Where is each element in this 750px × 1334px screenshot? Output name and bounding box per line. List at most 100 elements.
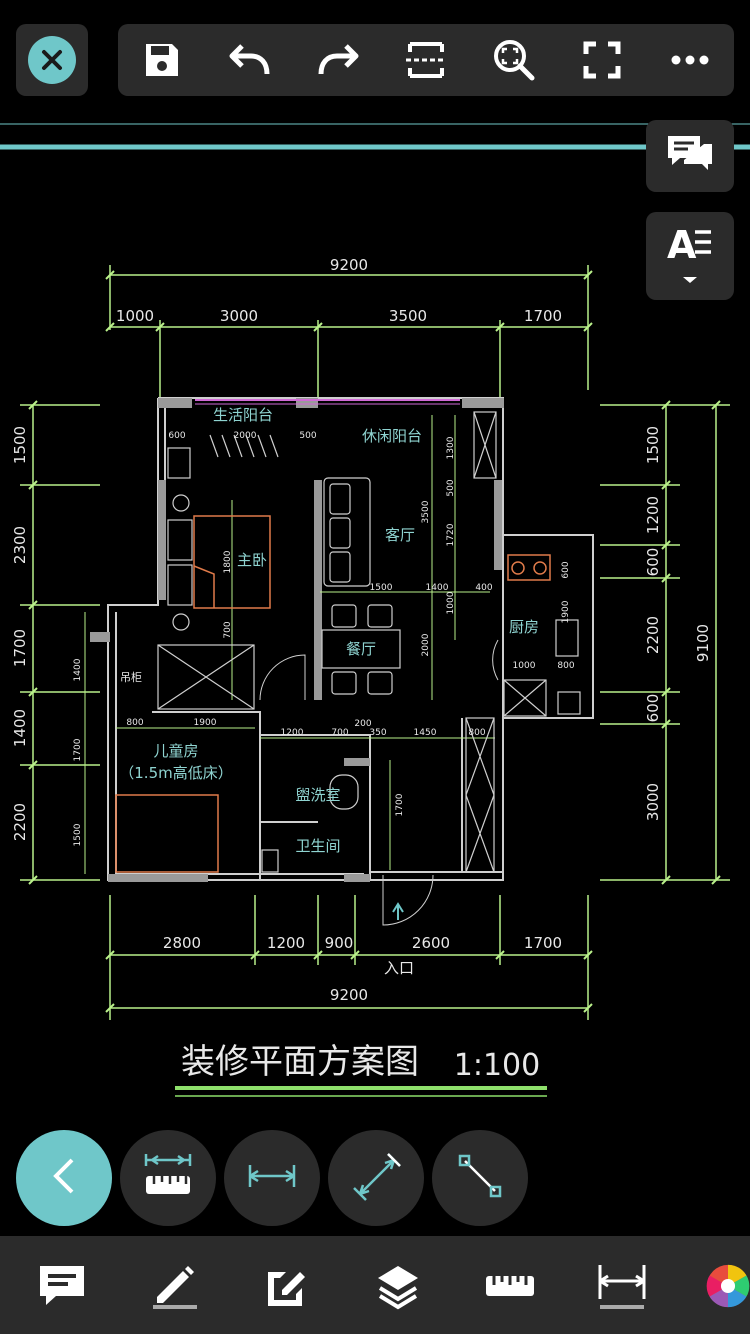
redo-icon[interactable] — [312, 34, 364, 86]
layers-icon[interactable] — [370, 1258, 426, 1314]
svg-text:1000: 1000 — [513, 661, 536, 671]
dim-top-total: 9200 — [330, 256, 368, 274]
dim-right-5: 600 — [644, 694, 662, 723]
dim-right-1: 1500 — [644, 426, 662, 464]
svg-text:1000: 1000 — [446, 591, 456, 614]
chevron-left-icon — [50, 1156, 78, 1200]
dimension-icon[interactable] — [594, 1258, 650, 1314]
room-kids-room: 儿童房 — [153, 742, 198, 760]
svg-text:1200: 1200 — [281, 728, 304, 738]
svg-text:1400: 1400 — [426, 583, 449, 593]
svg-text:800: 800 — [126, 718, 143, 728]
drawing-scale: 1:100 — [454, 1048, 540, 1083]
svg-text:700: 700 — [331, 728, 348, 738]
room-kids-room-note: （1.5m高低床） — [119, 764, 232, 782]
close-button[interactable] — [16, 24, 88, 96]
svg-text:800: 800 — [557, 661, 574, 671]
comment-button[interactable] — [646, 120, 734, 192]
svg-text:2000: 2000 — [421, 633, 431, 656]
ruler-icon[interactable] — [482, 1258, 538, 1314]
label-entrance: 入口 — [384, 959, 414, 977]
measure-ruler-button[interactable] — [120, 1130, 216, 1226]
svg-text:800: 800 — [468, 728, 485, 738]
dim-top-2: 3000 — [220, 307, 258, 325]
floor-plan: 9200 1000 3000 3500 1700 2800 1200 900 2… — [0, 123, 750, 1187]
dim-inner-500: 500 — [299, 431, 316, 441]
point-distance-icon — [457, 1153, 503, 1203]
dim-right-3: 600 — [644, 548, 662, 577]
more-icon[interactable] — [664, 34, 716, 86]
text-style-icon: A — [667, 223, 713, 267]
dim-bottom-3: 900 — [325, 934, 354, 952]
drawing-canvas[interactable]: 9200 1000 3000 3500 1700 2800 1200 900 2… — [0, 110, 750, 1187]
close-icon — [28, 36, 76, 84]
dim-left-1: 1500 — [11, 426, 29, 464]
fit-width-icon[interactable] — [400, 34, 452, 86]
svg-text:1500: 1500 — [73, 823, 83, 846]
dimension-lines — [20, 265, 730, 1020]
ruler-measure-icon — [142, 1150, 194, 1206]
svg-text:350: 350 — [369, 728, 386, 738]
dim-left-2: 2300 — [11, 526, 29, 564]
room-living-room: 客厅 — [385, 526, 415, 544]
room-master-bedroom: 主卧 — [237, 551, 267, 569]
pencil-icon[interactable] — [146, 1258, 202, 1314]
comment-icon — [666, 134, 714, 178]
svg-text:1300: 1300 — [446, 436, 456, 459]
top-bar — [0, 0, 750, 110]
svg-text:1400: 1400 — [73, 658, 83, 681]
edit-icon[interactable] — [258, 1258, 314, 1314]
svg-text:600: 600 — [561, 561, 571, 578]
main-toolbar — [118, 24, 734, 96]
svg-text:1700: 1700 — [73, 738, 83, 761]
svg-text:1700: 1700 — [395, 793, 405, 816]
room-dining-room: 餐厅 — [346, 640, 376, 658]
dim-right-6: 3000 — [644, 783, 662, 821]
dim-top-1: 1000 — [116, 307, 154, 325]
dim-inner-2000: 2000 — [234, 431, 257, 441]
svg-text:1450: 1450 — [414, 728, 437, 738]
measure-toolbar — [16, 1130, 528, 1226]
dim-bottom-total: 9200 — [330, 986, 368, 1004]
svg-text:1500: 1500 — [370, 583, 393, 593]
dim-top-3: 3500 — [389, 307, 427, 325]
room-kitchen: 厨房 — [509, 618, 539, 636]
room-leisure-balcony: 休闲阳台 — [362, 427, 422, 445]
room-living-balcony: 生活阳台 — [213, 406, 273, 424]
svg-text:A: A — [667, 224, 697, 262]
measure-distance-button[interactable] — [432, 1130, 528, 1226]
dim-right-2: 1200 — [644, 496, 662, 534]
measure-aligned-button[interactable] — [328, 1130, 424, 1226]
dim-right-total: 9100 — [694, 624, 712, 662]
svg-text:1800: 1800 — [223, 550, 233, 573]
room-bathroom: 卫生间 — [295, 837, 340, 855]
measure-linear-button[interactable] — [224, 1130, 320, 1226]
dim-right-4: 2200 — [644, 616, 662, 654]
label-cabinet: 吊柜 — [120, 671, 142, 684]
undo-icon[interactable] — [224, 34, 276, 86]
aligned-dimension-icon — [350, 1150, 402, 1206]
svg-text:400: 400 — [475, 583, 492, 593]
svg-text:1900: 1900 — [561, 600, 571, 623]
svg-text:200: 200 — [354, 719, 371, 729]
dim-bottom-1: 2800 — [163, 934, 201, 952]
color-wheel-icon[interactable] — [706, 1258, 750, 1314]
linear-dimension-icon — [246, 1161, 298, 1195]
dim-top-4: 1700 — [524, 307, 562, 325]
svg-text:1900: 1900 — [194, 718, 217, 728]
dim-left-3: 1700 — [11, 629, 29, 667]
drawing-title: 装修平面方案图 — [181, 1042, 419, 1082]
fullscreen-icon[interactable] — [576, 34, 628, 86]
zoom-region-icon[interactable] — [488, 34, 540, 86]
save-icon[interactable] — [136, 34, 188, 86]
svg-text:3500: 3500 — [421, 500, 431, 523]
annotation-icon[interactable] — [34, 1258, 90, 1314]
room-washroom: 盥洗室 — [295, 786, 340, 804]
text-style-button[interactable]: A — [646, 212, 734, 300]
chevron-down-icon — [680, 270, 700, 289]
dim-left-4: 1400 — [11, 709, 29, 747]
dim-bottom-4: 2600 — [412, 934, 450, 952]
svg-text:500: 500 — [446, 479, 456, 496]
collapse-button[interactable] — [16, 1130, 112, 1226]
dim-bottom-5: 1700 — [524, 934, 562, 952]
